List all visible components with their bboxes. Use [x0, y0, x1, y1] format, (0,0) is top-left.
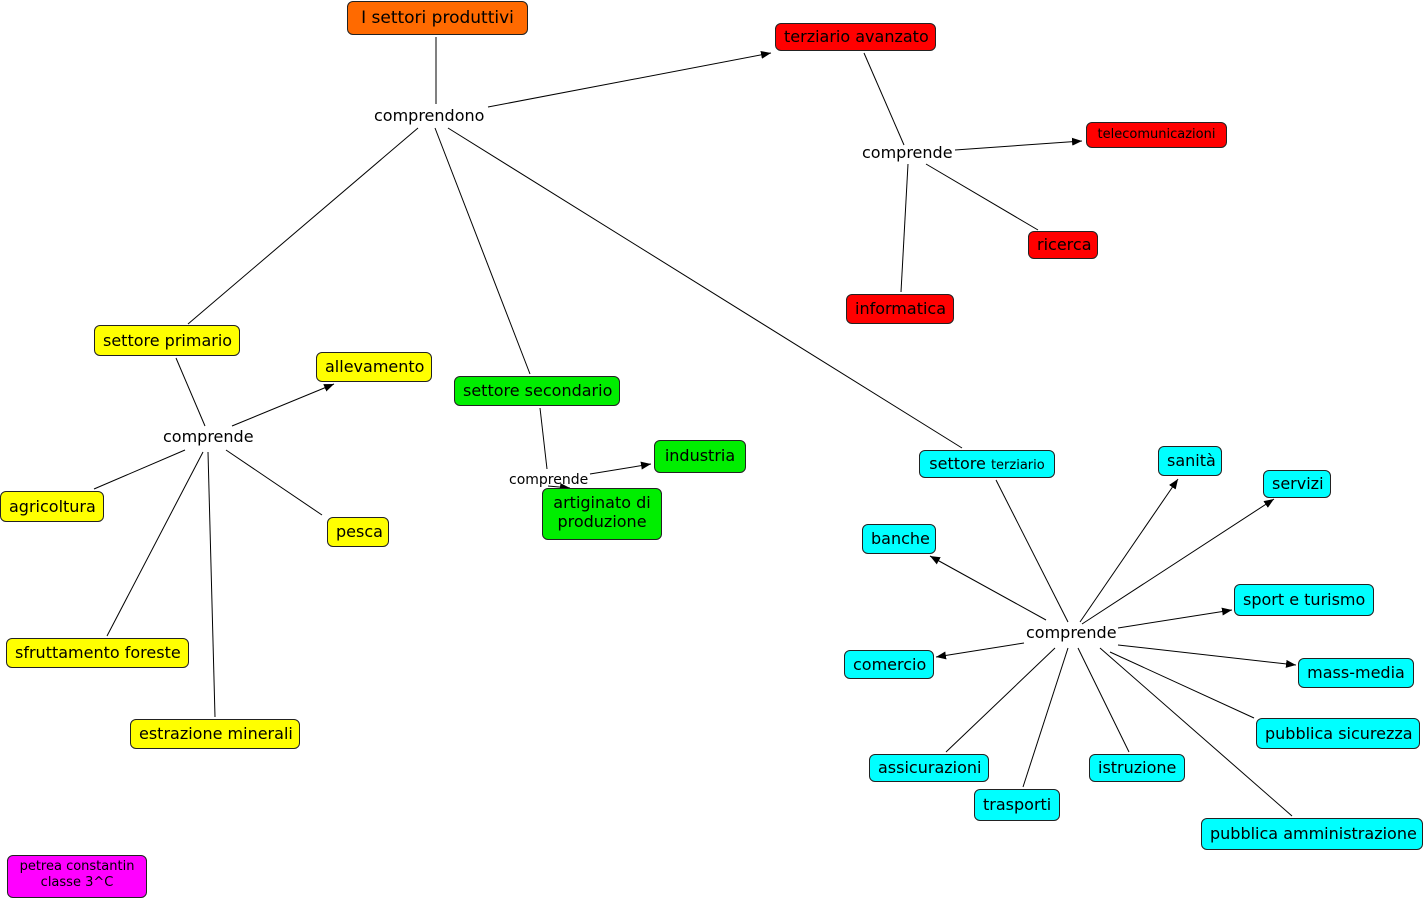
edge-comprende-avanzato-to-telecomunicazioni [954, 137, 1083, 151]
servizi-node[interactable]: servizi [1263, 470, 1331, 498]
edge-comprendono-to-settore-primario [187, 127, 419, 325]
estrazione-minerali-node[interactable]: estrazione minerali [130, 719, 300, 749]
ricerca-node[interactable]: ricerca [1028, 231, 1098, 259]
sanita-node[interactable]: sanità [1158, 446, 1222, 476]
edge-terziario-avanzato-to-comprende-avanzato [863, 52, 905, 146]
edge-comprende-primario-to-allevamento [231, 383, 335, 427]
edge-comprende-primario-to-sfruttamento-foreste [106, 451, 204, 637]
link-label-comprendono: comprendono [374, 106, 485, 125]
edge-comprende-terziario-to-pubblica-sicurezza [1109, 651, 1255, 719]
link-label-comprende-secondario: comprende [509, 472, 589, 488]
edge-comprende-avanzato-to-informatica [900, 163, 909, 293]
edge-comprende-terziario-to-istruzione [1077, 647, 1130, 753]
edge-comprende-terziario-to-servizi [1081, 498, 1275, 625]
link-label-comprende-avanzato: comprende [862, 143, 953, 162]
edge-comprende-terziario-to-mass-media [1117, 644, 1297, 668]
link-label-comprende-primario: comprende [163, 427, 254, 446]
sport-turismo-node[interactable]: sport e turismo [1234, 584, 1374, 616]
industria-node[interactable]: industria [654, 440, 746, 473]
edge-comprende-terziario-to-comercio [935, 642, 1025, 660]
artiginato-node[interactable]: artiginato di produzione [542, 488, 662, 540]
edge-comprende-primario-to-agricoltura [93, 449, 186, 490]
edge-comprende-terziario-to-banche [929, 555, 1047, 621]
settore-terziario-label-b: terziario [990, 458, 1045, 473]
edge-settore-secondario-to-comprende-secondario [539, 407, 548, 470]
edge-comprende-terziario-to-trasporti [1022, 647, 1069, 788]
istruzione-node[interactable]: istruzione [1089, 754, 1185, 782]
agricoltura-node[interactable]: agricoltura [0, 491, 104, 522]
edge-comprendono-to-settore-secondario [434, 127, 531, 375]
edge-comprende-terziario-to-pubblica-amministrazione [1099, 647, 1293, 817]
edge-comprende-primario-to-pesca [225, 449, 323, 516]
pubblica-sicurezza-node[interactable]: pubblica sicurezza [1256, 718, 1420, 749]
telecomunicazioni-node[interactable]: telecomunicazioni [1086, 122, 1227, 148]
settore-secondario-node[interactable]: settore secondario [454, 376, 620, 406]
edge-comprende-primario-to-estrazione-minerali [207, 451, 216, 718]
banche-node[interactable]: banche [862, 524, 936, 554]
edge-comprende-terziario-to-sport-turismo [1117, 607, 1233, 629]
informatica-node[interactable]: informatica [846, 294, 954, 324]
edge-comprendono-to-settore-terziario [447, 127, 963, 449]
settore-terziario-label-a: settore [929, 454, 991, 473]
root-node[interactable]: I settori produttivi [347, 1, 528, 35]
edge-comprende-secondario-to-industria [589, 461, 652, 475]
settore-terziario-node[interactable]: settore terziario [919, 450, 1055, 478]
edge-settore-terziario-to-comprende-terziario [995, 479, 1069, 623]
assicurazioni-node[interactable]: assicurazioni [869, 754, 989, 782]
edge-comprende-secondario-to-artiginato [547, 483, 571, 492]
edge-settore-primario-to-comprende-primario [175, 357, 206, 427]
settore-primario-node[interactable]: settore primario [94, 325, 240, 356]
allevamento-node[interactable]: allevamento [316, 352, 432, 382]
terziario-avanzato-node[interactable]: terziario avanzato [775, 23, 936, 51]
link-label-comprende-terziario: comprende [1026, 623, 1117, 642]
pesca-node[interactable]: pesca [327, 517, 389, 547]
sfruttamento-foreste-node[interactable]: sfruttamento foreste [6, 638, 189, 668]
edge-comprendono-to-terziario-avanzato [487, 50, 772, 108]
author-node[interactable]: petrea constantin classe 3^C [7, 855, 147, 898]
edge-comprende-terziario-to-sanita [1079, 478, 1179, 623]
trasporti-node[interactable]: trasporti [974, 789, 1060, 821]
edge-comprende-terziario-to-assicurazioni [945, 647, 1056, 753]
comercio-node[interactable]: comercio [844, 650, 934, 679]
edge-comprende-avanzato-to-ricerca [925, 163, 1039, 231]
pubblica-amministrazione-node[interactable]: pubblica amministrazione [1201, 818, 1423, 850]
mass-media-node[interactable]: mass-media [1298, 658, 1414, 688]
